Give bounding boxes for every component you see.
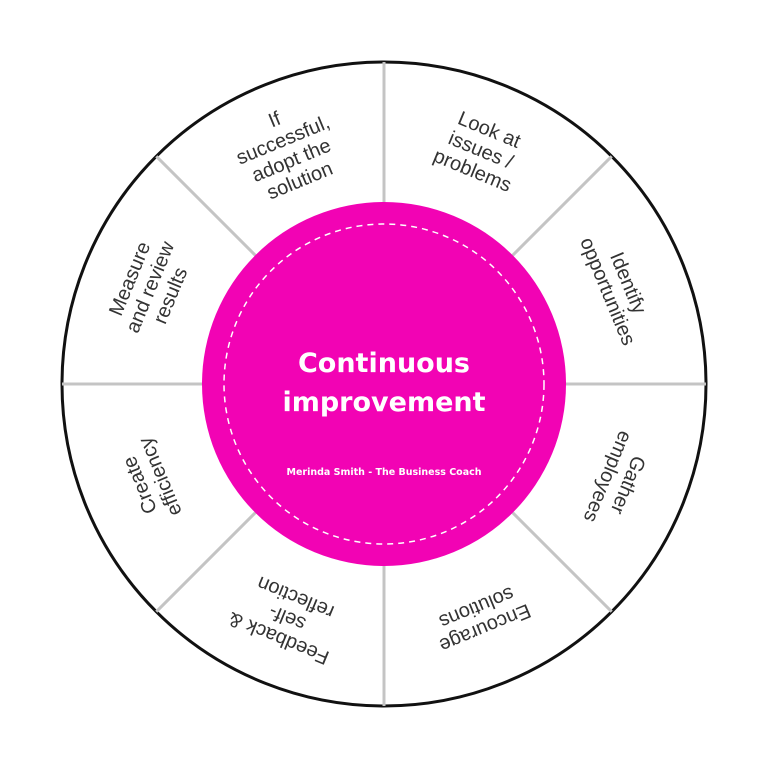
- center-hub: [202, 202, 566, 566]
- segment-divider: [155, 511, 257, 613]
- center-title-line-2: improvement: [282, 387, 485, 418]
- segment-divider: [511, 155, 613, 257]
- segment-divider: [155, 155, 257, 257]
- center-credit: Merinda Smith - The Business Coach: [286, 467, 481, 478]
- segment-dividers: [62, 62, 706, 706]
- hub-dashed-ring: [223, 223, 545, 545]
- center-title-line-1: Continuous: [298, 348, 470, 379]
- segment-divider: [511, 511, 613, 613]
